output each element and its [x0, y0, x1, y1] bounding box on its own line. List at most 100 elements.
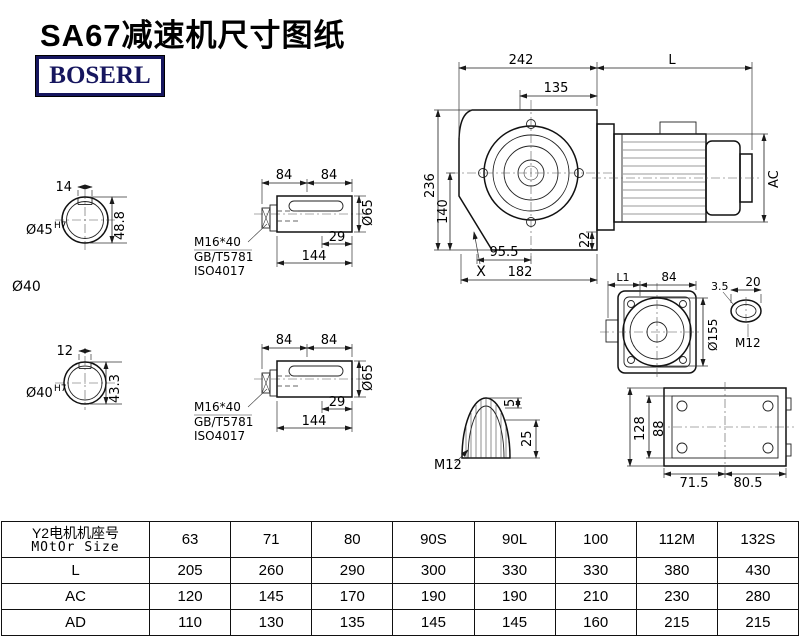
- frame-size-col-100: 100: [554, 521, 637, 558]
- detail-view-x: 5 25 M12: [434, 397, 540, 473]
- dim-dia-155: Ø155: [706, 319, 720, 351]
- table-cell: 280: [716, 583, 800, 610]
- dim-144-2: 144: [302, 414, 327, 429]
- shaft-side-view-2: 84 84 29 144 Ø65 M16*40 GB/T5781 ISO4017: [194, 333, 376, 443]
- table-cell: 145: [392, 609, 475, 636]
- row-label-AC: AC: [1, 583, 150, 610]
- table-cell: 300: [392, 557, 475, 584]
- table-cell: 210: [554, 583, 637, 610]
- dim-84-a-1: 84: [276, 168, 293, 183]
- table-row-L: L 205 260 290 300 330 330 380 430: [1, 557, 800, 584]
- dim-dia-65-2: Ø65: [361, 364, 376, 391]
- bolt-std-gb-1: GB/T5781: [194, 250, 253, 264]
- dim-dia-65-1: Ø65: [361, 199, 376, 226]
- dia-40-label: Ø40: [12, 279, 41, 295]
- table-cell: 230: [635, 583, 718, 610]
- dim-key-height-2: 43.3: [108, 374, 123, 403]
- table-cell: 190: [473, 583, 556, 610]
- page-title: SA67减速机尺寸图纸: [40, 18, 346, 53]
- dim-20: 20: [745, 275, 760, 289]
- frame-size-col-71: 71: [230, 521, 313, 558]
- dim-29-1: 29: [329, 230, 346, 245]
- motor-size-header: Y2电机机座号 MOtOr Size: [1, 521, 150, 558]
- dim-135: 135: [544, 81, 569, 96]
- dim-25: 25: [520, 430, 535, 447]
- thread-m12-front: M12: [735, 336, 761, 350]
- dim-236: 236: [423, 173, 438, 198]
- frame-size-col-80: 80: [311, 521, 394, 558]
- table-row-AC: AC 120 145 170 190 190 210 230 280: [1, 583, 800, 610]
- dim-L1: L1: [616, 271, 629, 284]
- motor-size-header-cn: Y2电机机座号: [31, 524, 120, 541]
- shaft-end-view-2: 12 Ø40 H7 43.3: [26, 344, 123, 410]
- table-cell: 120: [148, 583, 232, 610]
- row-label-AD: AD: [1, 609, 150, 636]
- dim-key-width-2: 12: [56, 344, 73, 359]
- table-cell: 145: [473, 609, 556, 636]
- frame-size-col-90s: 90S: [392, 521, 475, 558]
- table-cell: 205: [148, 557, 232, 584]
- bolt-std-gb-2: GB/T5781: [194, 415, 253, 429]
- bottom-view: 128 88 71.5 80.5: [627, 382, 794, 491]
- table-cell: 160: [554, 609, 637, 636]
- frame-size-col-132s: 132S: [716, 521, 800, 558]
- dim-L: L: [668, 53, 676, 68]
- dim-shaft-dia-1-tol: H7: [54, 221, 67, 231]
- dim-95-5: 95.5: [490, 245, 519, 260]
- technical-drawing-canvas: 14 Ø45 H7 48.8 Ø40 12 Ø40 H7: [12, 53, 794, 491]
- frame-size-col-63: 63: [148, 521, 232, 558]
- dim-5: 5: [503, 399, 518, 407]
- table-cell: 380: [635, 557, 718, 584]
- table-cell: 330: [554, 557, 637, 584]
- dim-22: 22: [578, 231, 593, 248]
- bolt-std-iso-1: ISO4017: [194, 264, 245, 278]
- shaft-end-view-1: 14 Ø45 H7 48.8: [26, 180, 128, 250]
- brand-logo: BOSERL: [36, 56, 164, 96]
- dim-shaft-dia-2-tol: H7: [54, 384, 67, 394]
- dim-29-2: 29: [329, 395, 346, 410]
- frame-size-col-90l: 90L: [473, 521, 556, 558]
- dim-key-height-1: 48.8: [113, 211, 128, 240]
- dim-88: 88: [652, 420, 667, 437]
- table-header-row: Y2电机机座号 MOtOr Size 63 71 80 90S 90L 100 …: [1, 521, 800, 558]
- table-cell: 290: [311, 557, 394, 584]
- shaft-side-view-1: 84 84 29 144 Ø65 M16*40 GB/T5781 ISO4017: [194, 168, 376, 278]
- bolt-spec-1: M16*40: [194, 235, 241, 249]
- dim-84-b-1: 84: [321, 168, 338, 183]
- table-cell: 110: [148, 609, 232, 636]
- thread-m12-detail: M12: [434, 458, 462, 473]
- dim-144-1: 144: [302, 249, 327, 264]
- motor-size-table: Y2电机机座号 MOtOr Size 63 71 80 90S 90L 100 …: [1, 521, 800, 636]
- table-cell: 330: [473, 557, 556, 584]
- table-cell: 145: [230, 583, 313, 610]
- dim-84-b-2: 84: [321, 333, 338, 348]
- brand-logo-text: BOSERL: [49, 62, 151, 89]
- dim-80-5: 80.5: [734, 476, 763, 491]
- dim-key-width-1: 14: [55, 180, 72, 195]
- dim-242: 242: [509, 53, 534, 68]
- table-cell: 430: [716, 557, 800, 584]
- dim-shaft-dia-2: Ø40: [26, 386, 53, 401]
- table-cell: 190: [392, 583, 475, 610]
- table-row-AD: AD 110 130 135 145 145 160 215 215: [1, 609, 800, 636]
- dim-84-a-2: 84: [276, 333, 293, 348]
- table-cell: 215: [716, 609, 800, 636]
- dim-3-5: 3.5: [711, 280, 729, 293]
- dim-84-front: 84: [661, 270, 676, 284]
- front-view: L1 84 Ø155 20 3.5 M12: [600, 270, 762, 380]
- motor-size-table-wrap: Y2电机机座号 MOtOr Size 63 71 80 90S 90L 100 …: [1, 521, 800, 636]
- dim-140: 140: [436, 199, 451, 224]
- dim-AC: AC: [767, 170, 782, 188]
- table-cell: 135: [311, 609, 394, 636]
- bolt-std-iso-2: ISO4017: [194, 429, 245, 443]
- dim-182: 182: [508, 265, 533, 280]
- table-cell: 130: [230, 609, 313, 636]
- dim-71-5: 71.5: [680, 476, 709, 491]
- table-cell: 260: [230, 557, 313, 584]
- table-cell: 170: [311, 583, 394, 610]
- dim-shaft-dia-1: Ø45: [26, 223, 53, 238]
- bolt-spec-2: M16*40: [194, 400, 241, 414]
- motor-size-header-en: MOtOr Size: [31, 539, 120, 555]
- frame-size-col-112m: 112M: [635, 521, 718, 558]
